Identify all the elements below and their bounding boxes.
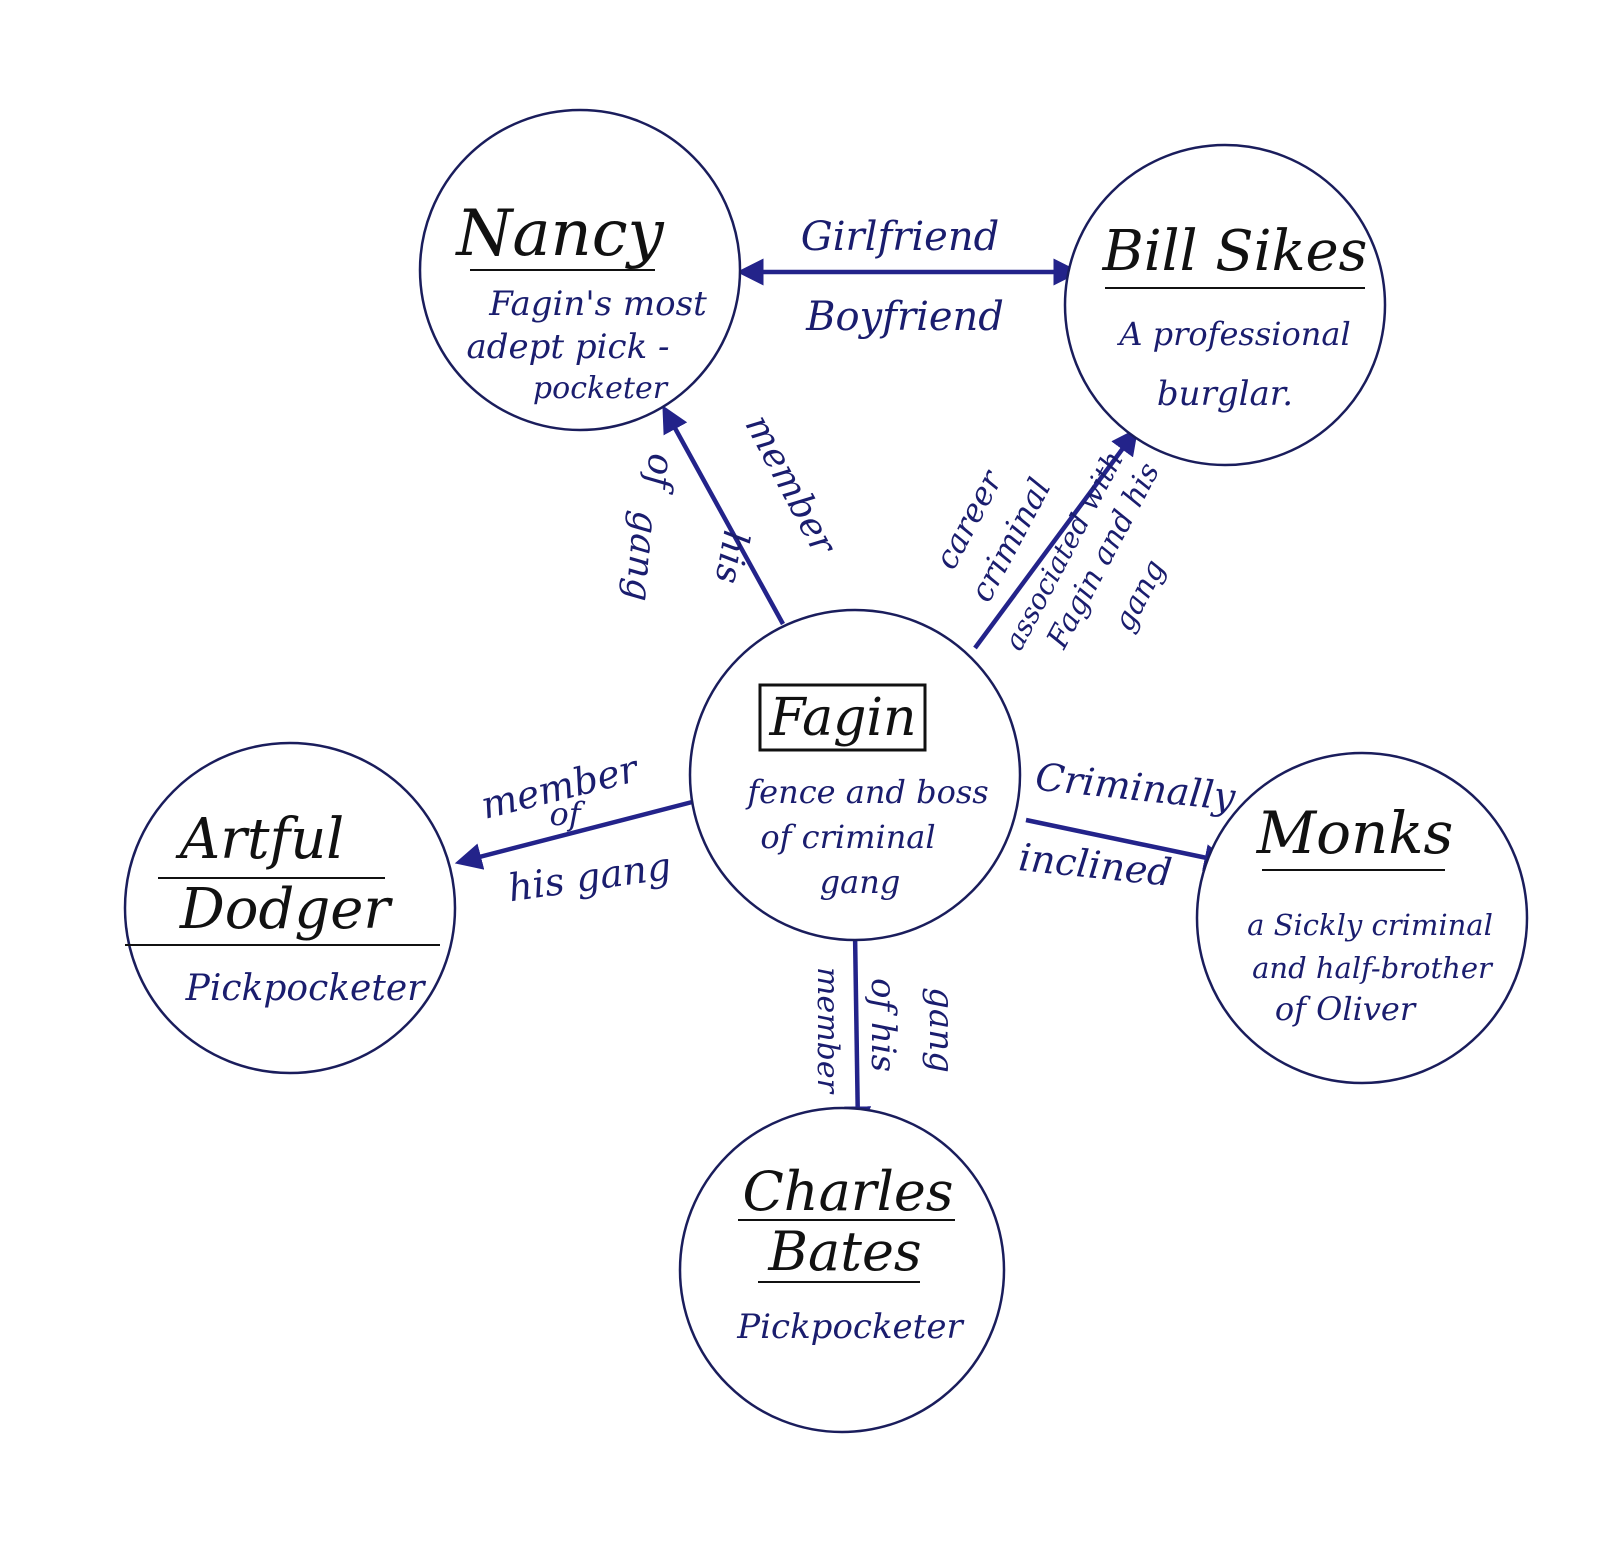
node-charles-name-line-2: Bates xyxy=(767,1220,921,1283)
node-fagin: Fagin fence and boss of criminal gang xyxy=(688,608,1022,942)
node-artful-dodger: Artful Dodger Pickpocketer xyxy=(123,741,457,1075)
edge-label-nancy-bill: Girlfriend Boyfriend xyxy=(801,214,1004,340)
edge-label-member: member xyxy=(810,967,845,1095)
edge-label-girlfriend: Girlfriend xyxy=(801,214,999,260)
node-monks: Monks a Sickly criminal and half-brother… xyxy=(1195,751,1529,1085)
edge-fagin-charles xyxy=(844,931,872,1134)
edge-label-gang: gang xyxy=(617,509,666,603)
node-nancy: Nancy Fagin's most adept pick - pocketer xyxy=(418,108,742,432)
edge-label-fagin-charles: member of his gang xyxy=(810,967,961,1095)
node-bill-name: Bill Sikes xyxy=(1102,219,1368,284)
edge-fagin-dodger xyxy=(454,797,701,870)
node-bill-desc-line-1: A professional xyxy=(1116,315,1350,353)
node-dodger-desc: Pickpocketer xyxy=(185,968,426,1009)
node-monks-desc-line-2: and half-brother xyxy=(1252,951,1494,985)
node-fagin-name: Fagin xyxy=(769,688,917,748)
node-fagin-desc-line-3: gang xyxy=(820,863,901,901)
node-nancy-name: Nancy xyxy=(454,197,664,271)
edge-fagin-bill xyxy=(973,427,1139,650)
node-fagin-desc-line-1: fence and boss xyxy=(745,773,988,811)
edge-label-fagin-dodger: member of his gang xyxy=(477,746,674,910)
edge-fagin-monks xyxy=(1025,817,1232,871)
node-monks-name: Monks xyxy=(1256,799,1454,867)
node-dodger-circle xyxy=(123,741,457,1075)
node-nancy-desc-line-1: Fagin's most xyxy=(488,284,707,324)
edge-label-his: his xyxy=(707,527,757,586)
node-fagin-desc-line-2: of criminal xyxy=(760,818,935,856)
node-fagin-circle xyxy=(688,608,1022,942)
node-nancy-desc-line-2: adept pick - xyxy=(467,327,670,367)
node-fagin-name-box xyxy=(758,683,927,752)
node-monks-circle xyxy=(1195,751,1529,1085)
edge-label-fagin-bill: career criminal associated with Fagin an… xyxy=(927,445,1173,655)
edge-label-of: of xyxy=(637,452,681,496)
node-dodger-name-line-1: Artful xyxy=(175,807,344,872)
node-monks-desc-line-3: of Oliver xyxy=(1275,990,1417,1028)
node-charles-circle xyxy=(678,1106,1006,1434)
node-nancy-desc-line-3: pocketer xyxy=(533,371,669,406)
node-bill-circle xyxy=(1063,143,1387,467)
edge-label-his-gang: his gang xyxy=(505,844,674,910)
node-monks-desc-line-1: a Sickly criminal xyxy=(1247,908,1493,942)
node-charles-name-line-1: Charles xyxy=(742,1160,953,1223)
edge-label-of: of xyxy=(549,795,585,833)
edge-label-gang: gang xyxy=(921,987,961,1073)
edge-label-of-his: of his xyxy=(863,978,903,1072)
node-charles-desc: Pickpocketer xyxy=(736,1307,964,1347)
node-bill-desc-line-2: burglar. xyxy=(1157,374,1293,414)
node-charles-bates: Charles Bates Pickpocketer xyxy=(678,1106,1006,1434)
edge-label-boyfriend: Boyfriend xyxy=(805,294,1004,340)
node-dodger-name-line-2: Dodger xyxy=(179,877,393,942)
edge-label-criminally: Criminally xyxy=(1033,755,1238,820)
edge-fagin-nancy xyxy=(662,405,785,626)
node-bill-sikes: Bill Sikes A professional burglar. xyxy=(1063,143,1387,467)
edge-label-fagin-nancy: member his of gang xyxy=(617,408,844,603)
